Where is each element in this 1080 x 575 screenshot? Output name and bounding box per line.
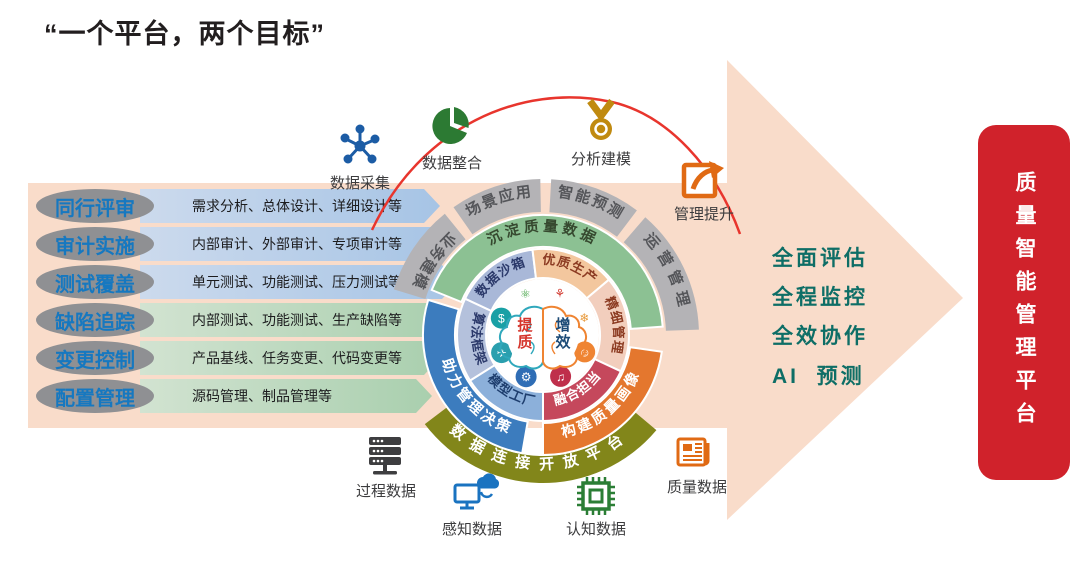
outer-gray-ring bbox=[393, 179, 699, 331]
row-desc: 内部测试、功能测试、生产缺陷等 bbox=[192, 312, 402, 328]
row-label: 审计实施 bbox=[36, 227, 154, 261]
row-arrow: 产品基线、任务变更、代码变更等 bbox=[140, 341, 440, 375]
row-desc: 需求分析、总体设计、详细设计等 bbox=[192, 198, 402, 214]
row-label: 变更控制 bbox=[36, 341, 154, 375]
top-flow-label: 数据整合 bbox=[421, 155, 482, 172]
middle-ring bbox=[421, 213, 664, 457]
goal-item: 全面评估 bbox=[772, 247, 868, 270]
goal-item: 全效协作 bbox=[772, 325, 868, 348]
atom-icon: ⚛ bbox=[520, 287, 531, 301]
chip-icon bbox=[577, 477, 615, 515]
platform-ring bbox=[424, 407, 657, 484]
music-note-icon: ♫ bbox=[556, 370, 565, 384]
snowflake-icon: ❄ bbox=[579, 311, 589, 325]
platform-banner-text: 质量智能管理平台 bbox=[1013, 170, 1036, 435]
platform-banner: 质量智能管理平台 bbox=[978, 125, 1070, 480]
center-word-efficiency: 增效 bbox=[555, 317, 571, 352]
page-title: “一个平台，两个目标” bbox=[44, 19, 325, 49]
top-flow-label: 数据采集 bbox=[329, 175, 390, 192]
arrow-head bbox=[727, 60, 963, 520]
goal-item: AI 预测 bbox=[772, 365, 865, 388]
bottom-source-label: 感知数据 bbox=[441, 521, 502, 538]
row-desc: 单元测试、功能测试、压力测试等 bbox=[192, 274, 402, 290]
gear-icon: ⚙ bbox=[521, 370, 532, 384]
molecule-network-icon bbox=[340, 124, 380, 164]
row-label: 同行评审 bbox=[36, 189, 154, 223]
row-arrow: 源码管理、制品管理等 bbox=[140, 379, 432, 413]
flower-icon: ⚘ bbox=[555, 287, 566, 301]
finance-icon: $ bbox=[498, 312, 505, 326]
medal-icon bbox=[587, 98, 615, 140]
row-desc: 内部审计、外部审计、专项审计等 bbox=[192, 236, 402, 252]
monitor-cloud-icon bbox=[453, 473, 500, 510]
bottom-source-label: 质量数据 bbox=[666, 479, 727, 496]
brain-icon bbox=[498, 305, 588, 370]
top-flow-label: 管理提升 bbox=[673, 206, 734, 223]
row-arrow: 内部审计、外部审计、专项审计等 bbox=[140, 227, 452, 261]
newspaper-icon bbox=[676, 437, 710, 467]
row-label: 配置管理 bbox=[36, 379, 154, 413]
center-word-quality: 提质 bbox=[517, 317, 533, 352]
pie-chart-icon bbox=[432, 107, 469, 144]
row-arrow: 内部测试、功能测试、生产缺陷等 bbox=[140, 303, 450, 337]
row-desc: 源码管理、制品管理等 bbox=[192, 388, 332, 404]
row-arrow: 需求分析、总体设计、详细设计等 bbox=[140, 189, 440, 223]
row-label: 缺陷追踪 bbox=[36, 303, 154, 337]
inner-segment-ring bbox=[456, 248, 630, 423]
goal-item: 全程监控 bbox=[772, 286, 868, 309]
bottom-source-label: 认知数据 bbox=[565, 521, 626, 538]
bottom-source-label: 过程数据 bbox=[355, 483, 416, 500]
box-arrow-icon bbox=[681, 161, 724, 199]
top-flow-label: 分析建模 bbox=[570, 151, 631, 168]
server-stack-icon bbox=[369, 437, 401, 475]
row-desc: 产品基线、任务变更、代码变更等 bbox=[192, 350, 402, 366]
row-label: 测试覆盖 bbox=[36, 265, 154, 299]
